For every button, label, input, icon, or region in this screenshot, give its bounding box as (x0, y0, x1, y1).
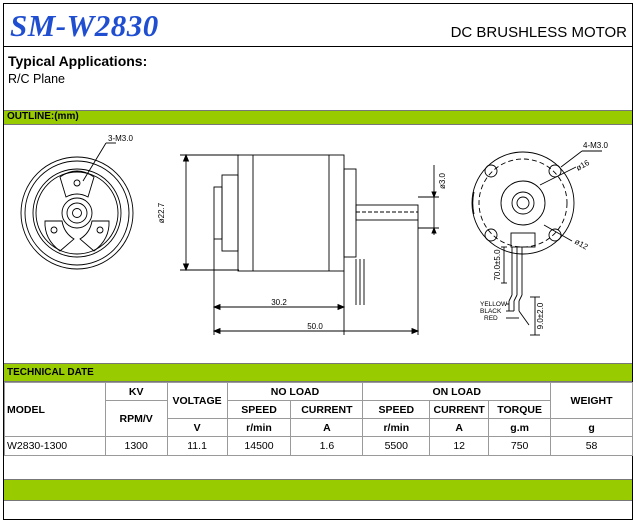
header-model: MODEL (4, 382, 106, 437)
table-header-row-1: MODEL KV VOLTAGE NO LOAD ON LOAD WEIGHT (4, 382, 633, 437)
unit-no-load-speed: r/min (226, 418, 292, 437)
technical-bar: TECHNICAL DATE (4, 363, 632, 382)
label-front-holes: 3-M3.0 (108, 134, 133, 143)
cell-model: W2830-1300 (4, 436, 106, 456)
product-type: DC BRUSHLESS MOTOR (450, 24, 627, 41)
outline-bar: OUTLINE:(mm) (4, 110, 632, 125)
label-dia-16: ø16 (575, 158, 592, 173)
header-on-load-current: CURRENT (429, 400, 490, 419)
cell-no-load-speed: 14500 (226, 436, 292, 456)
rear-view-drawing (471, 150, 602, 336)
label-len-total: 50.0 (307, 322, 323, 331)
cell-on-load-current: 12 (429, 436, 490, 456)
table-header-row-3: V r/min A r/min A g.m g (5, 418, 633, 437)
datasheet-frame: SM-W2830 DC BRUSHLESS MOTOR Typical Appl… (3, 3, 633, 520)
label-wire-black: BLACK (480, 308, 502, 315)
cell-kv: 1300 (104, 436, 168, 456)
label-rear-holes: 4-M3.0 (583, 141, 608, 150)
table-row: W2830-1300 1300 11.1 14500 1.6 5500 12 7… (4, 436, 633, 456)
unit-voltage: V (166, 418, 228, 437)
label-dia-body: ø22.7 (157, 202, 166, 223)
front-view-drawing (20, 142, 134, 270)
title-divider (4, 46, 632, 47)
label-dia-shaft: ø3.0 (438, 172, 447, 189)
cell-torque: 750 (488, 436, 552, 456)
label-len-70: 70.0±5.0 (493, 249, 502, 281)
cell-voltage: 11.1 (166, 436, 228, 456)
header-voltage: VOLTAGE (166, 382, 228, 419)
unit-on-load-current: A (429, 418, 490, 437)
header-kv: KV (104, 382, 168, 401)
header-no-load-speed: SPEED (226, 400, 292, 419)
footer-bar (4, 479, 632, 501)
label-dia-12: ø12 (573, 237, 590, 252)
label-wire-red: RED (484, 315, 498, 322)
outline-drawing: 3-M3.0 ø22.7 ø3.0 30.2 50.0 4-M3.0 ø16 ø… (20, 134, 608, 336)
unit-no-load-current: A (290, 418, 364, 437)
header-on-load-speed: SPEED (362, 400, 431, 419)
label-len-9: 9.0±2.0 (536, 302, 545, 329)
table-header-row-2: RPM/V SPEED CURRENT SPEED CURRENT TORQUE (5, 400, 633, 437)
unit-on-load-speed: r/min (362, 418, 431, 437)
side-view-drawing (180, 153, 439, 335)
spec-table: MODEL KV VOLTAGE NO LOAD ON LOAD WEIGHT … (4, 382, 633, 456)
outline-heading: OUTLINE:(mm) (7, 111, 79, 122)
header-no-load: NO LOAD (226, 382, 364, 401)
header-no-load-current: CURRENT (290, 400, 364, 419)
label-len-body: 30.2 (271, 298, 287, 307)
header-torque: TORQUE (488, 400, 552, 419)
header-kv-unit: RPM/V (104, 400, 168, 437)
applications-value: R/C Plane (8, 72, 65, 86)
cell-weight: 58 (550, 436, 633, 456)
label-wire-yellow: YELLOW (480, 301, 508, 308)
unit-weight: g (550, 418, 633, 437)
cell-no-load-current: 1.6 (290, 436, 364, 456)
model-title: SM-W2830 (10, 8, 159, 43)
header-weight: WEIGHT (550, 382, 633, 419)
applications-heading: Typical Applications: (8, 53, 148, 69)
technical-heading: TECHNICAL DATE (7, 367, 94, 378)
header-on-load: ON LOAD (362, 382, 552, 401)
unit-torque: g.m (488, 418, 552, 437)
cell-on-load-speed: 5500 (362, 436, 431, 456)
